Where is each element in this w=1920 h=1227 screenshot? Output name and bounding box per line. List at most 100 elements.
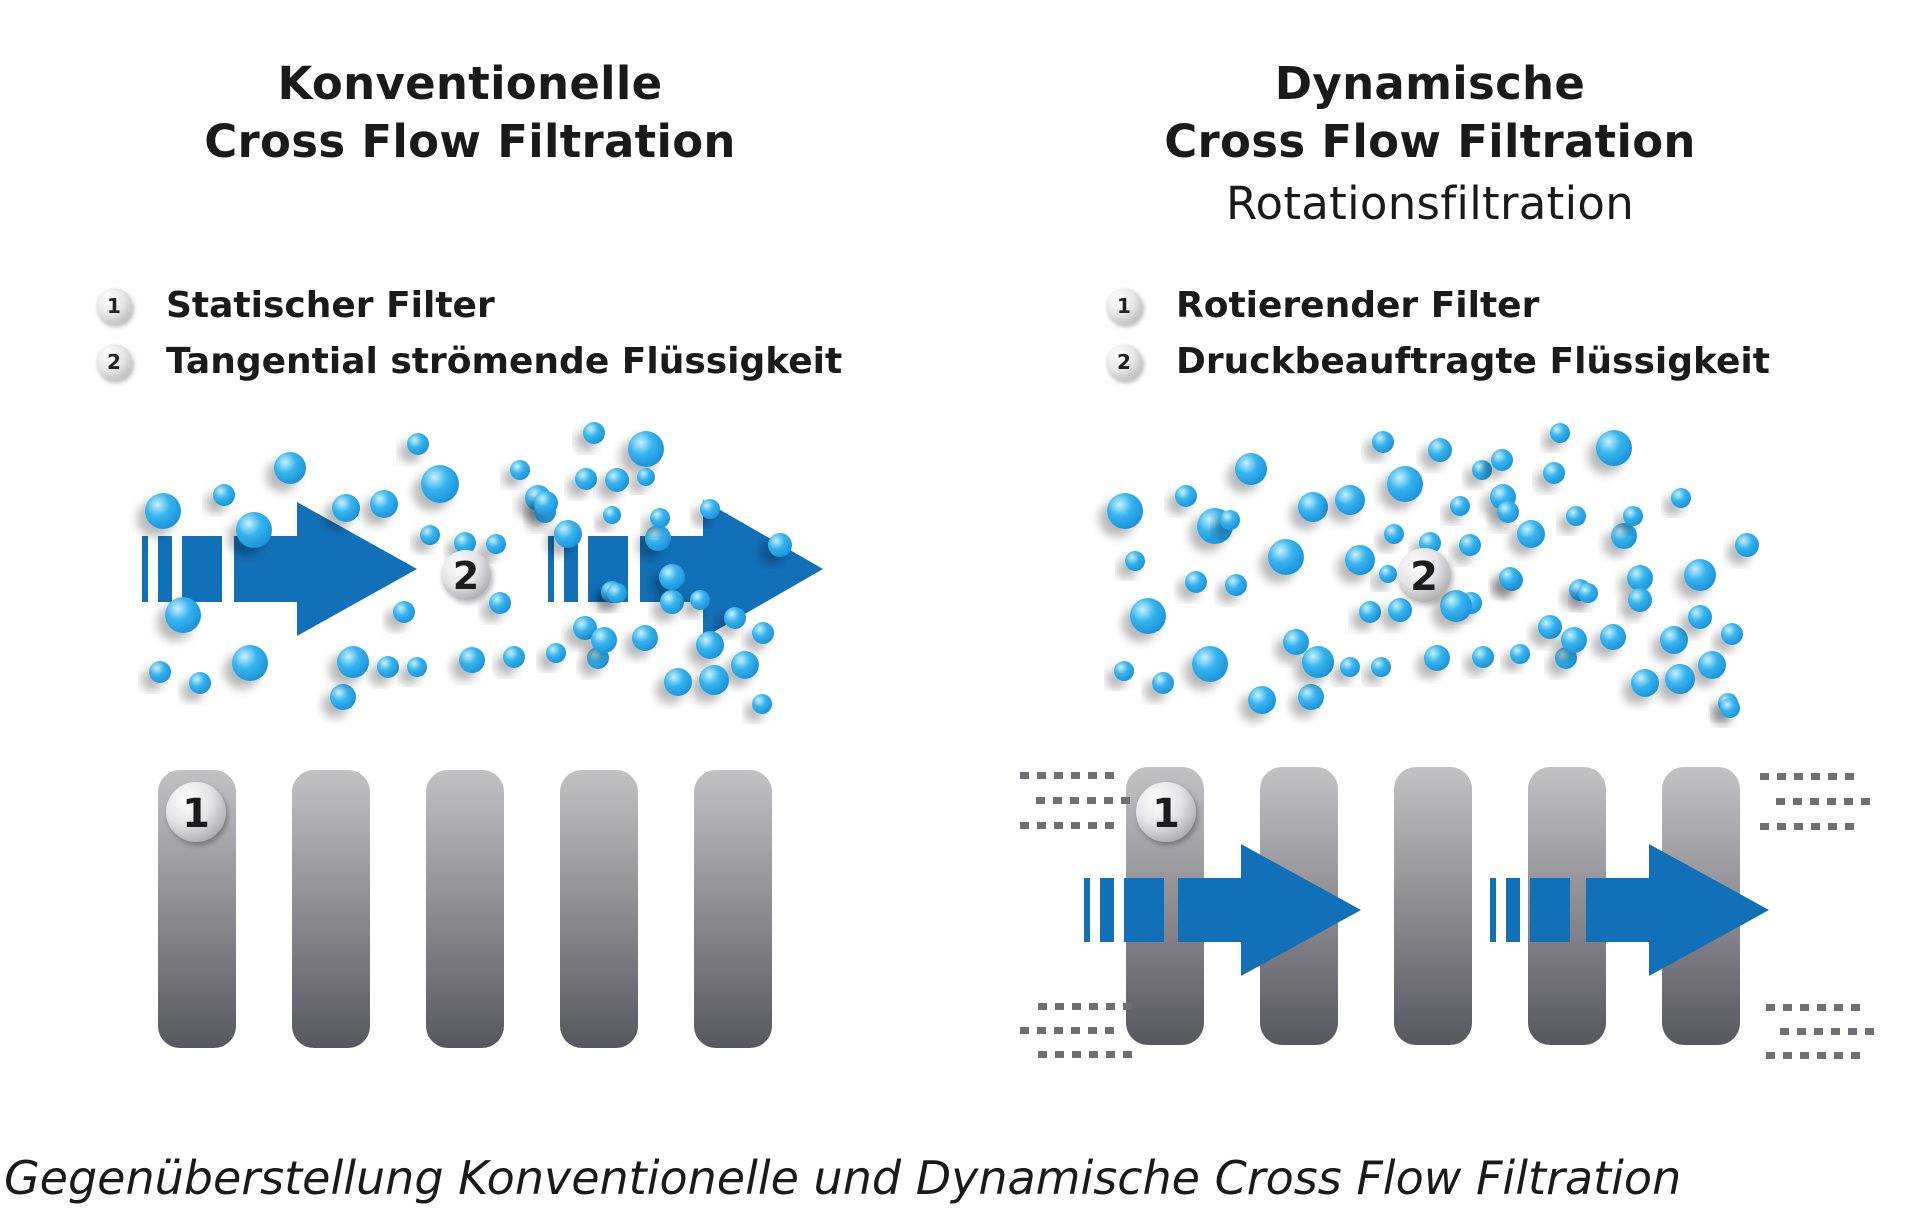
motion-dash bbox=[1848, 1028, 1857, 1035]
motion-dash bbox=[1810, 798, 1819, 805]
fluid-particle bbox=[337, 646, 369, 678]
fluid-particle bbox=[1345, 545, 1375, 575]
fluid-particle bbox=[1450, 496, 1470, 516]
fluid-particle bbox=[407, 657, 427, 677]
motion-dash bbox=[1777, 823, 1786, 830]
fluid-particle bbox=[232, 645, 268, 681]
motion-dash bbox=[1054, 772, 1063, 779]
motion-dash bbox=[1827, 798, 1836, 805]
motion-dash bbox=[1054, 1027, 1063, 1034]
fluid-particle bbox=[1225, 574, 1247, 596]
motion-dash bbox=[1776, 798, 1785, 805]
fluid-particle bbox=[554, 520, 582, 548]
fluid-particle bbox=[1497, 501, 1519, 523]
fluid-particle bbox=[1600, 624, 1626, 650]
figure-caption: Gegenüberstellung Konventionelle und Dyn… bbox=[4, 1151, 1682, 1205]
left-particle-cloud bbox=[145, 422, 792, 714]
motion-dash bbox=[1070, 797, 1079, 804]
legend-number-badge: 2 bbox=[96, 344, 132, 380]
motion-dash bbox=[1800, 1004, 1809, 1011]
right-title-line1: Dynamische bbox=[1274, 57, 1586, 110]
fluid-particle bbox=[236, 512, 272, 548]
motion-dash bbox=[1800, 1052, 1809, 1059]
fluid-particle bbox=[510, 460, 530, 480]
right-fluid-marker: 2 bbox=[1397, 548, 1451, 602]
fluid-particle bbox=[1175, 485, 1197, 507]
fluid-particle bbox=[752, 694, 772, 714]
fluid-particle bbox=[696, 631, 724, 659]
motion-dash bbox=[1105, 1027, 1114, 1034]
motion-dash bbox=[1038, 1003, 1047, 1010]
fluid-particle bbox=[149, 661, 171, 683]
fluid-particle bbox=[632, 625, 658, 651]
fluid-particle bbox=[1628, 588, 1652, 612]
motion-dash bbox=[1851, 1052, 1860, 1059]
left-title: Konventionelle Cross Flow Filtration bbox=[90, 55, 850, 171]
motion-dash bbox=[1055, 1051, 1064, 1058]
fluid-particle bbox=[583, 422, 605, 444]
fluid-particle bbox=[1152, 672, 1174, 694]
fluid-particle bbox=[1440, 590, 1472, 622]
motion-dash bbox=[1834, 1004, 1843, 1011]
fluid-particle bbox=[1684, 559, 1716, 591]
fluid-particle bbox=[607, 583, 627, 603]
fluid-particle bbox=[1359, 601, 1381, 623]
right-flow-arrows bbox=[1084, 844, 1769, 976]
motion-dash bbox=[1794, 773, 1803, 780]
fluid-particle bbox=[768, 533, 792, 557]
motion-dash bbox=[1811, 773, 1820, 780]
fluid-particle bbox=[1671, 488, 1691, 508]
fluid-particle bbox=[1510, 644, 1530, 664]
motion-dash bbox=[1780, 1028, 1789, 1035]
fluid-particle bbox=[1185, 571, 1207, 593]
fluid-particle bbox=[165, 597, 201, 633]
motion-dash bbox=[1088, 1027, 1097, 1034]
fluid-particle bbox=[1302, 646, 1334, 678]
fluid-particle bbox=[1335, 485, 1365, 515]
right-subtitle: Rotationsfiltration bbox=[1225, 177, 1635, 230]
fluid-particle bbox=[1660, 626, 1688, 654]
legend-number-badge: 1 bbox=[1106, 288, 1142, 324]
fluid-particle bbox=[690, 590, 710, 610]
motion-dash bbox=[1089, 1051, 1098, 1058]
fluid-particle bbox=[274, 452, 306, 484]
motion-dash bbox=[1834, 1052, 1843, 1059]
legend-number-badge: 1 bbox=[96, 288, 132, 324]
fluid-particle bbox=[1472, 646, 1494, 668]
fluid-particle bbox=[1459, 534, 1481, 556]
motion-dash bbox=[1053, 797, 1062, 804]
fluid-particle bbox=[332, 494, 360, 522]
fluid-particle bbox=[591, 627, 617, 653]
fluid-particle bbox=[1372, 431, 1394, 453]
fluid-particle bbox=[489, 592, 511, 614]
filter-column bbox=[560, 770, 638, 1048]
motion-dash bbox=[1038, 1051, 1047, 1058]
fluid-particle bbox=[650, 508, 670, 528]
fluid-particle bbox=[1623, 506, 1643, 526]
fluid-particle bbox=[421, 465, 459, 503]
motion-dash bbox=[1037, 772, 1046, 779]
fluid-particle bbox=[1379, 565, 1397, 583]
motion-dash bbox=[1817, 1052, 1826, 1059]
right-filter-marker: 1 bbox=[1136, 782, 1196, 842]
fluid-particle bbox=[1424, 645, 1450, 671]
left-filter-marker: 1 bbox=[166, 782, 226, 842]
motion-dash bbox=[1088, 822, 1097, 829]
fluid-particle bbox=[1371, 657, 1391, 677]
fluid-particle bbox=[486, 534, 506, 554]
motion-dash bbox=[1072, 1051, 1081, 1058]
motion-dash bbox=[1105, 772, 1114, 779]
fluid-particle bbox=[1268, 539, 1304, 575]
fluid-particle bbox=[1665, 664, 1695, 694]
fluid-particle bbox=[731, 651, 759, 679]
motion-dash bbox=[1760, 773, 1769, 780]
fluid-particle bbox=[1388, 598, 1412, 622]
fluid-particle bbox=[1499, 567, 1521, 589]
fluid-particle bbox=[1283, 629, 1309, 655]
fluid-particle bbox=[1561, 627, 1587, 653]
motion-dash bbox=[1783, 1052, 1792, 1059]
motion-dash bbox=[1766, 1004, 1775, 1011]
fluid-particle bbox=[407, 433, 429, 455]
